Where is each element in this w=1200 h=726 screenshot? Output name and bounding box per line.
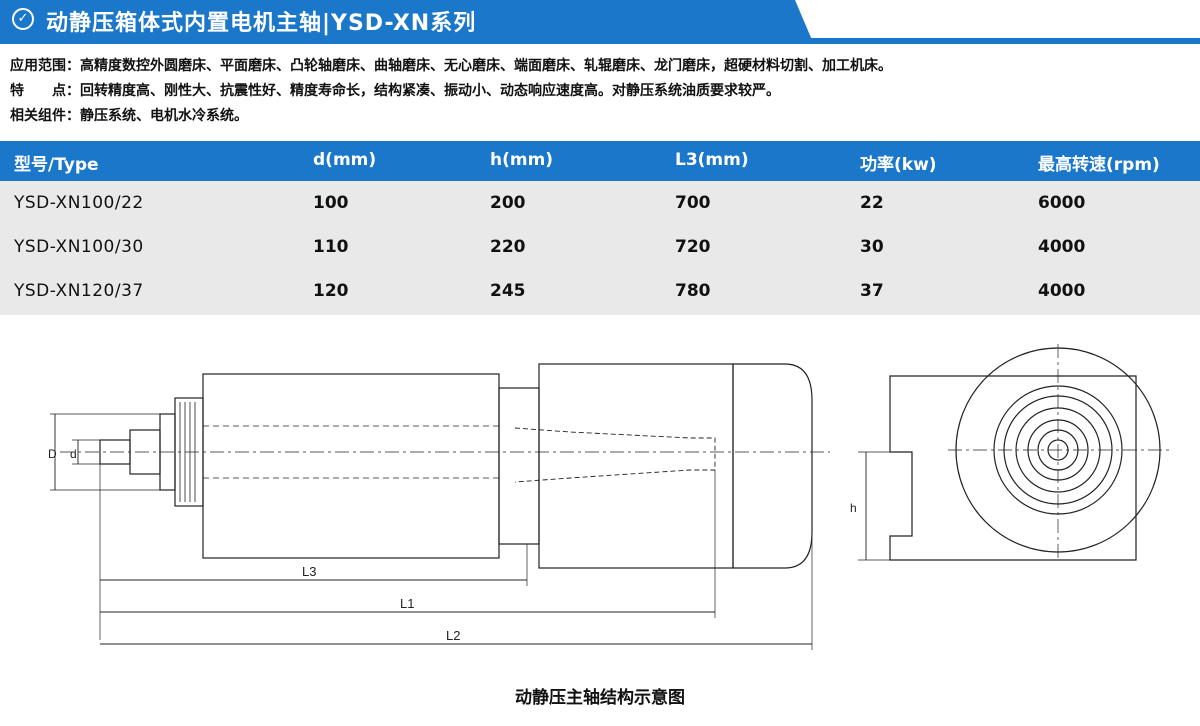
application-text: 高精度数控外圆磨床、平面磨床、凸轮轴磨床、曲轴磨床、无心磨床、端面磨床、轧辊磨床… bbox=[80, 58, 892, 74]
title-banner: ✓ 动静压箱体式内置电机主轴|YSD-XN系列 bbox=[0, 0, 1200, 46]
cell-d: 120 bbox=[313, 281, 349, 301]
cell-model: YSD-XN120/37 bbox=[14, 281, 144, 301]
cell-h: 200 bbox=[490, 193, 526, 213]
cell-h: 220 bbox=[490, 237, 526, 257]
cell-speed: 4000 bbox=[1038, 237, 1086, 257]
cell-speed: 4000 bbox=[1038, 281, 1086, 301]
label-h: h bbox=[850, 501, 857, 515]
cell-h: 245 bbox=[490, 281, 526, 301]
label-L1: L1 bbox=[400, 596, 414, 611]
header-h: h(mm) bbox=[490, 150, 554, 170]
side-view: D d L3 L1 L2 bbox=[48, 363, 830, 650]
spec-table-header: 型号/Type d(mm) h(mm) L3(mm) 功率(kw) 最高转速(r… bbox=[0, 141, 1200, 181]
cell-l3: 700 bbox=[675, 193, 711, 213]
cell-power: 30 bbox=[860, 237, 884, 257]
cell-d: 110 bbox=[313, 237, 349, 257]
table-row: YSD-XN120/37 120 245 780 37 4000 bbox=[0, 269, 1200, 313]
chevron-down-circle-icon: ✓ bbox=[12, 8, 34, 30]
components-label: 相关组件： bbox=[10, 108, 80, 124]
features-text: 回转精度高、刚性大、抗震性好、精度寿命长，结构紧凑、振动小、动态响应速度高。对静… bbox=[80, 83, 780, 99]
header-l3: L3(mm) bbox=[675, 150, 749, 170]
banner-underline bbox=[0, 38, 1200, 44]
table-row: YSD-XN100/30 110 220 720 30 4000 bbox=[0, 225, 1200, 269]
table-row: YSD-XN100/22 100 200 700 22 6000 bbox=[0, 181, 1200, 225]
components-line: 相关组件：静压系统、电机水冷系统。 bbox=[10, 105, 248, 125]
cell-model: YSD-XN100/22 bbox=[14, 193, 144, 213]
cell-power: 37 bbox=[860, 281, 884, 301]
cell-l3: 780 bbox=[675, 281, 711, 301]
header-power: 功率(kw) bbox=[860, 155, 937, 175]
header-type: 型号/Type bbox=[14, 155, 99, 175]
header-speed: 最高转速(rpm) bbox=[1038, 155, 1160, 175]
banner-tab bbox=[0, 0, 812, 40]
page-title: 动静压箱体式内置电机主轴|YSD-XN系列 bbox=[46, 11, 477, 36]
cell-d: 100 bbox=[313, 193, 349, 213]
application-line: 应用范围：高精度数控外圆磨床、平面磨床、凸轮轴磨床、曲轴磨床、无心磨床、端面磨床… bbox=[10, 55, 892, 75]
cell-speed: 6000 bbox=[1038, 193, 1086, 213]
label-L2: L2 bbox=[446, 628, 460, 643]
application-label: 应用范围： bbox=[10, 58, 80, 74]
features-line: 特 点：回转精度高、刚性大、抗震性好、精度寿命长，结构紧凑、振动小、动态响应速度… bbox=[10, 80, 780, 100]
cell-power: 22 bbox=[860, 193, 884, 213]
features-label: 特 点： bbox=[10, 83, 80, 99]
end-view: h bbox=[850, 344, 1170, 562]
cell-l3: 720 bbox=[675, 237, 711, 257]
label-D: D bbox=[48, 447, 57, 461]
spindle-structure-drawing: D d L3 L1 L2 h bbox=[48, 344, 1170, 650]
components-text: 静压系统、电机水冷系统。 bbox=[80, 108, 248, 124]
cell-model: YSD-XN100/30 bbox=[14, 237, 144, 257]
header-d: d(mm) bbox=[313, 150, 377, 170]
label-L3: L3 bbox=[302, 564, 316, 579]
spec-table-body: YSD-XN100/22 100 200 700 22 6000 YSD-XN1… bbox=[0, 181, 1200, 315]
label-d: d bbox=[70, 447, 77, 461]
drawing-caption: 动静压主轴结构示意图 bbox=[515, 688, 685, 708]
